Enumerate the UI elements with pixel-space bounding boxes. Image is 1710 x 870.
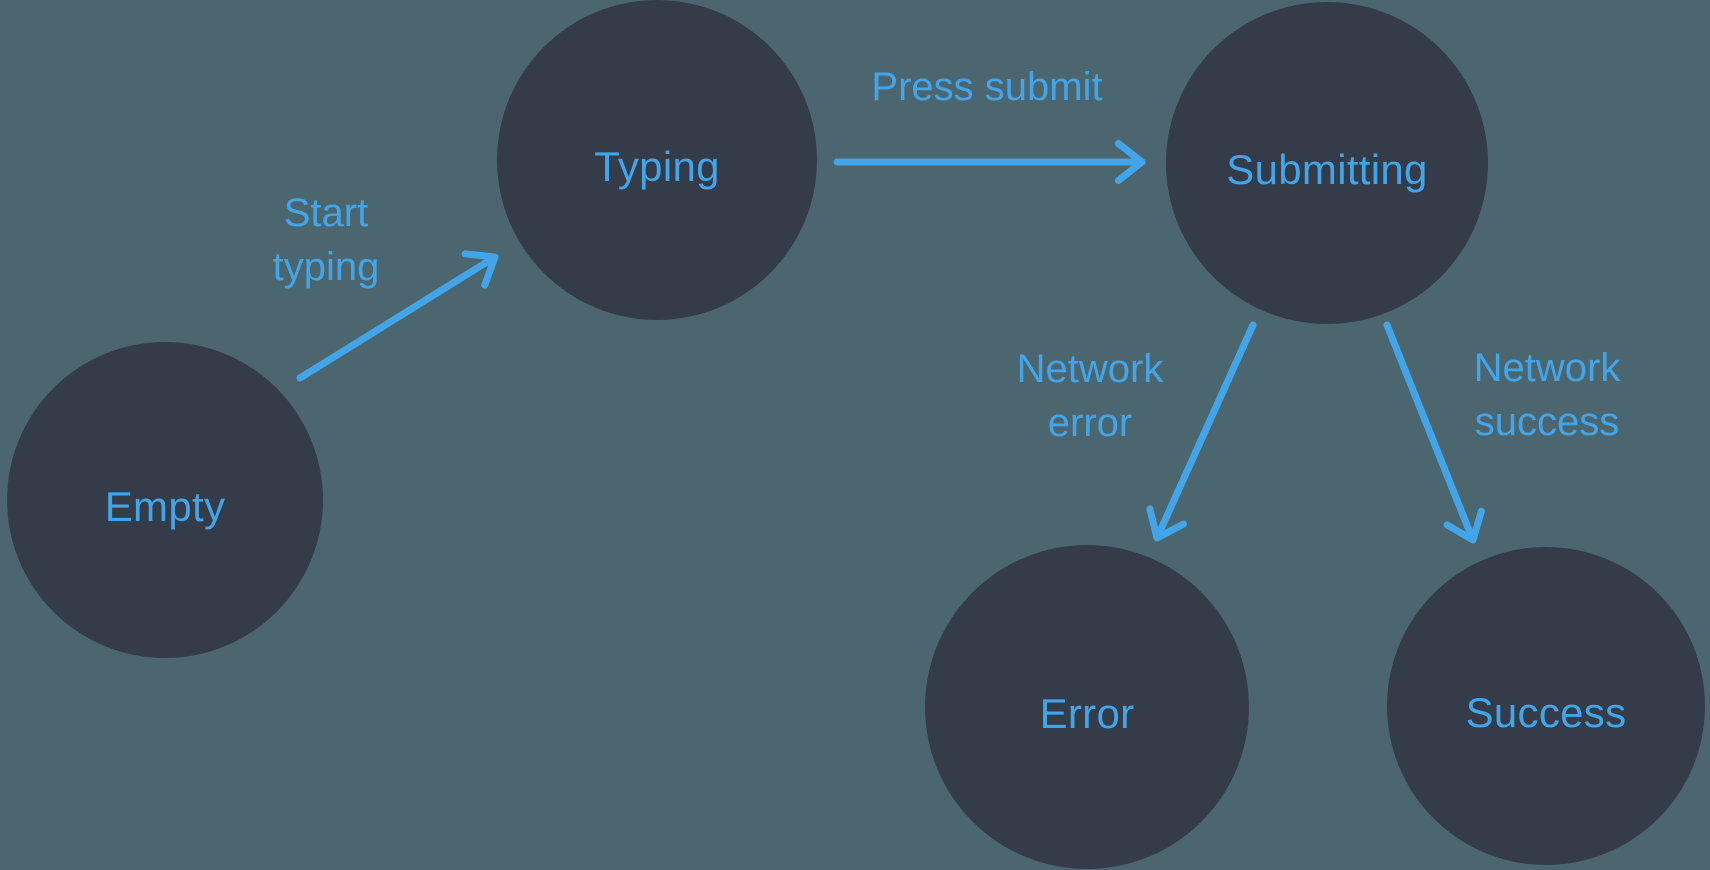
state-node-error: Error (925, 545, 1249, 869)
state-node-label-error: Error (1039, 690, 1135, 737)
transition-label-line: Network (1473, 346, 1621, 390)
state-node-label-submitting: Submitting (1226, 146, 1428, 193)
transition-label-line: success (1474, 400, 1620, 444)
transition-arrow-submitting-to-error (1146, 321, 1257, 542)
state-node-empty: Empty (7, 342, 323, 658)
state-node-success: Success (1387, 547, 1705, 865)
state-node-submitting: Submitting (1166, 2, 1488, 324)
transition-arrow-submitting-to-success (1383, 321, 1485, 544)
transition-label-empty-to-typing: Start typing (273, 186, 380, 294)
transition-label-line: error (1047, 401, 1133, 445)
state-node-label-success: Success (1465, 689, 1627, 736)
state-node-label-typing: Typing (594, 143, 720, 190)
transition-label-line: Press submit (871, 65, 1103, 109)
transition-label-submitting-to-success: Network success (1474, 341, 1621, 449)
state-node-label-empty: Empty (104, 483, 226, 530)
transition-label-submitting-to-error: Network error (1017, 342, 1164, 450)
transition-label-line: Network (1016, 347, 1164, 391)
transition-label-line: Start (283, 191, 369, 235)
transition-label-typing-to-submitting: Press submit (871, 60, 1102, 114)
transition-arrow-typing-to-submitting (833, 140, 1146, 184)
state-node-typing: Typing (497, 0, 817, 320)
transition-label-line: typing (272, 245, 380, 289)
